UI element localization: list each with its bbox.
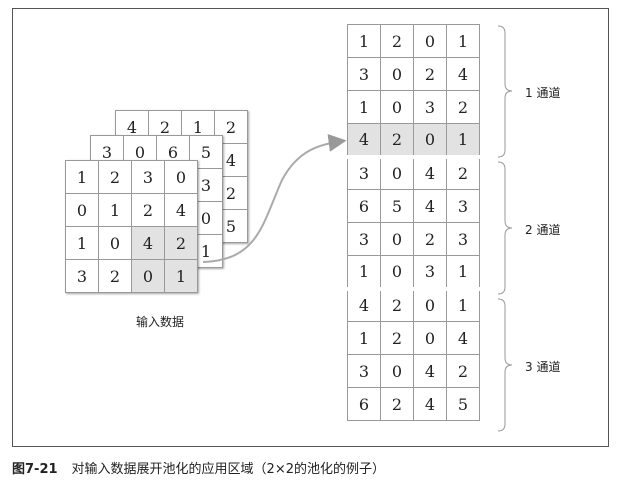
expanded-cell: 2 [380,321,414,355]
expanded-cell: 2 [380,123,414,157]
input-cell: 3 [65,259,99,293]
expanded-cell: 0 [413,321,447,355]
input-cell: 0 [164,160,198,194]
expanded-cell: 0 [380,222,414,256]
channel-1-label: 1 通道 [525,86,561,100]
expanded-cell: 0 [380,255,414,289]
expanded-cell: 1 [446,24,480,58]
expanded-cell: 2 [446,90,480,124]
input-cell: 3 [131,160,165,194]
expanded-cell: 1 [347,321,381,355]
expanded-cell: 5 [446,387,480,421]
expanded-cell: 1 [446,123,480,157]
mapping-arrow [202,133,347,263]
input-data-label: 输入数据 [135,315,184,329]
channel-3-label: 3 通道 [525,360,561,374]
expanded-cell: 1 [446,255,480,289]
input-cell: 0 [65,193,99,227]
expanded-cell: 3 [446,189,480,223]
expanded-cell: 3 [347,354,381,388]
input-cell: 4 [131,226,165,260]
expanded-cell: 3 [413,255,447,289]
input-cell: 0 [131,259,165,293]
caption-text: 对输入数据展开池化的应用区域（2×2的池化的例子） [71,462,385,477]
expanded-cell: 0 [380,154,414,190]
expanded-cell: 1 [347,90,381,124]
expanded-cell: 2 [446,354,480,388]
input-cell: 1 [65,160,99,194]
expanded-cell: 4 [413,387,447,421]
expanded-cell: 4 [347,123,381,157]
expanded-cell: 1 [347,255,381,289]
input-cell: 2 [98,259,132,293]
expanded-cell: 2 [380,286,414,322]
expanded-cell: 1 [347,24,381,58]
channel-2-label: 2 通道 [525,223,561,237]
channel-1-brace [497,25,513,158]
channel-3-brace [497,298,513,432]
input-cell: 1 [98,193,132,227]
expanded-cell: 2 [446,154,480,190]
input-cell: 1 [164,259,198,293]
expanded-cell: 4 [413,189,447,223]
expanded-cell: 0 [413,24,447,58]
figure-number: 图7-21 [12,462,58,477]
expanded-cell: 4 [413,354,447,388]
expanded-cell: 1 [446,286,480,322]
channel-2-brace [497,161,513,295]
input-cell: 1 [65,226,99,260]
figure-caption: 图7-21 对输入数据展开池化的应用区域（2×2的池化的例子） [12,458,385,477]
